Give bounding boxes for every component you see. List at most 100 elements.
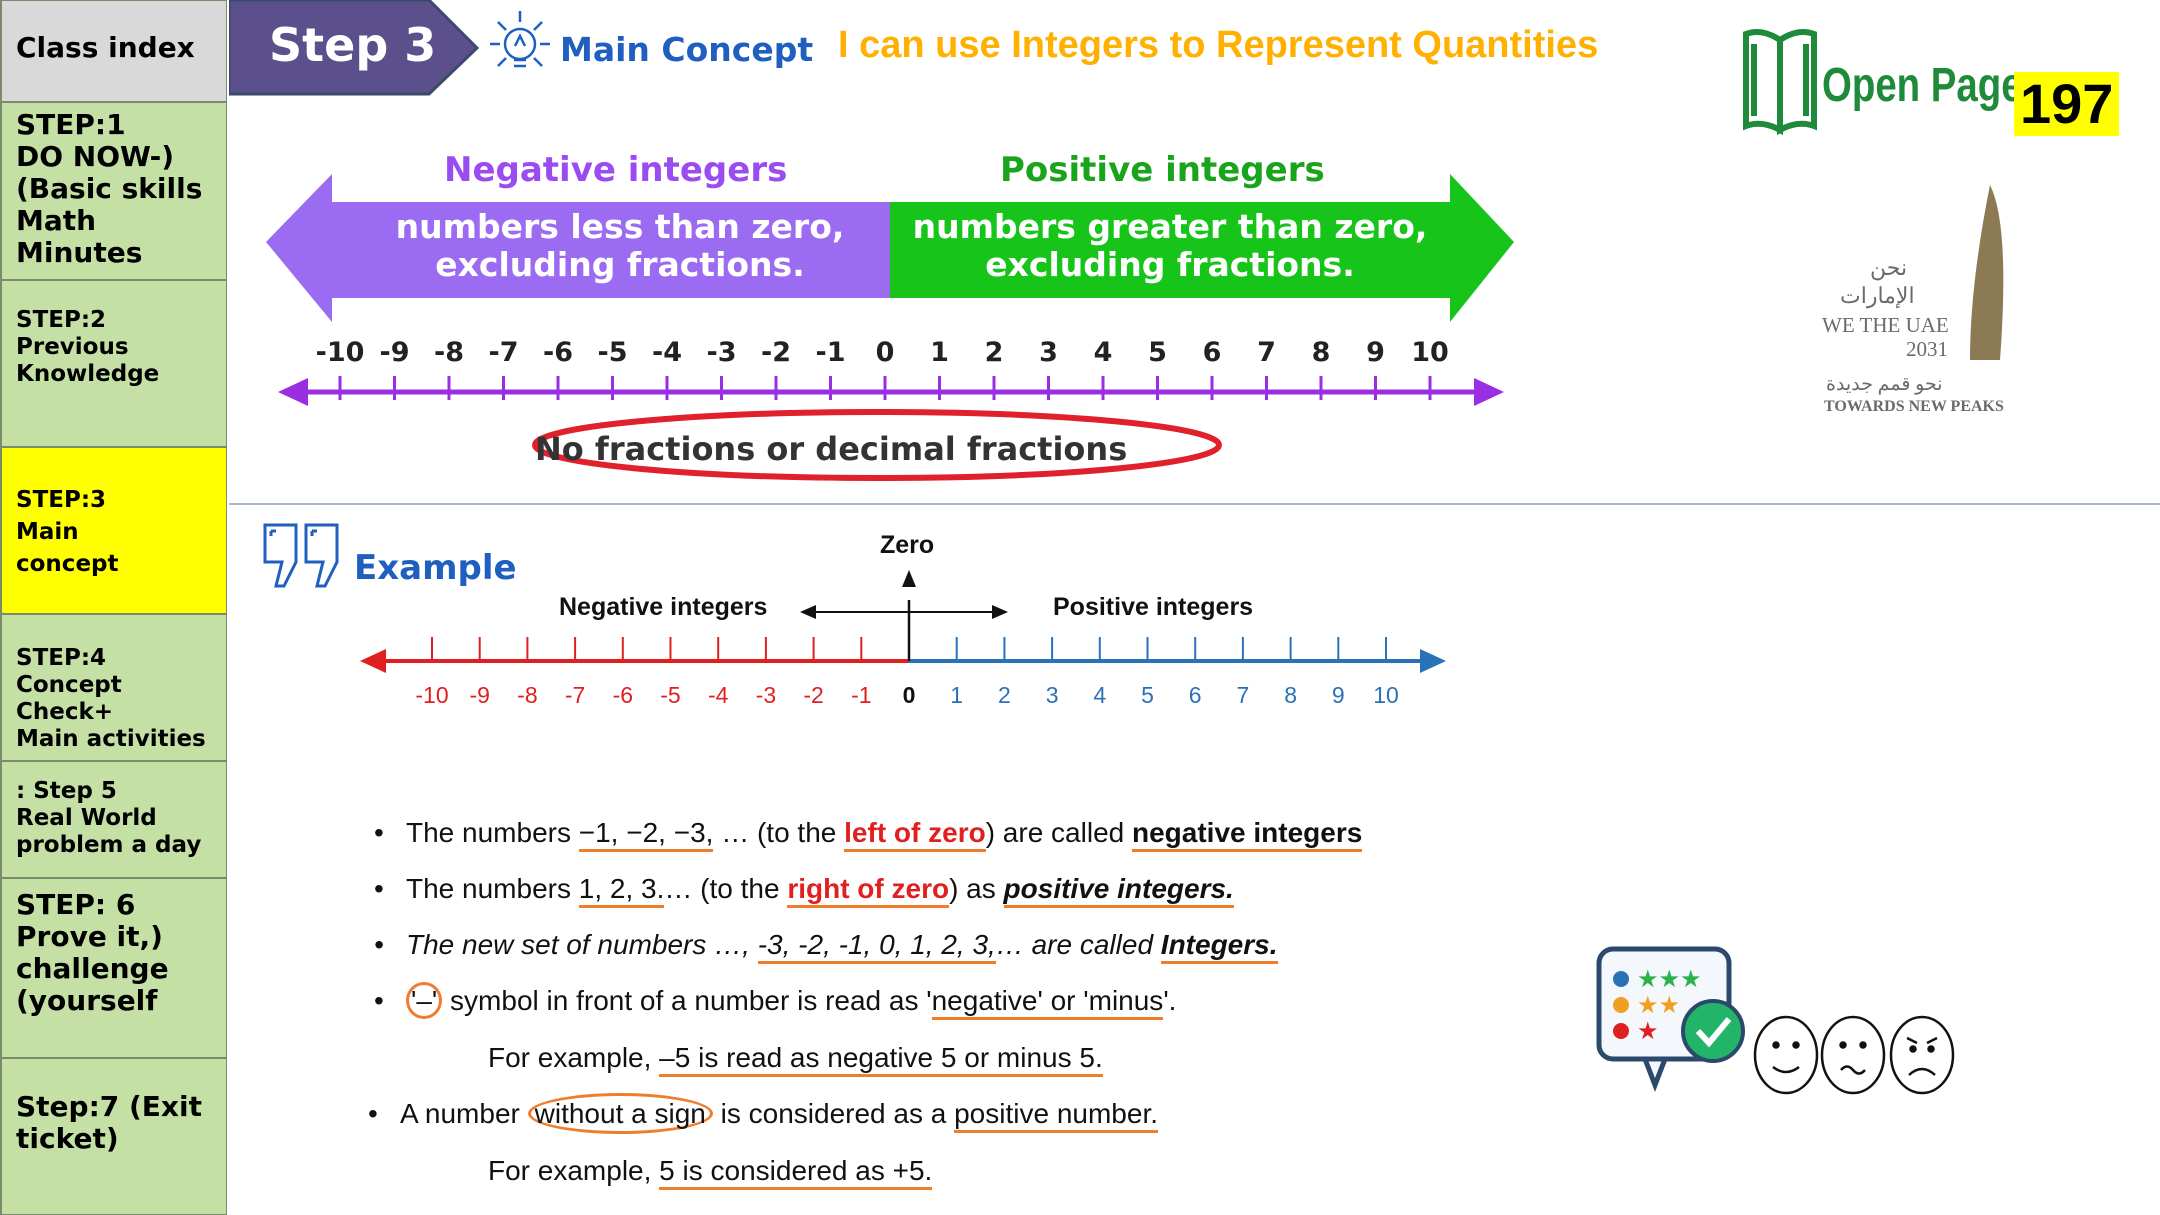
sidebar-item-step5[interactable]: : Step 5 Real World problem a day <box>0 761 227 878</box>
zero-label: Zero <box>880 531 935 559</box>
open-page-label: Open Page <box>1822 59 2023 112</box>
sidebar-item-step4[interactable]: STEP:4 Concept Check+ Main activities <box>0 614 227 761</box>
b3-text1: The new set of numbers …, <box>406 929 758 960</box>
class-index-header: Class index <box>0 0 227 102</box>
sidebar: Class index STEP:1 DO NOW-) (Basic skill… <box>0 0 229 1215</box>
sidebar-item-label: Step:7 (Exit ticket) <box>16 1090 202 1155</box>
tick-label: -9 <box>379 337 410 368</box>
negative-integers-description: numbers less than zero, excluding fracti… <box>395 207 845 284</box>
uae-arabic-line5: نحو قمم جديدة <box>1826 374 1943 395</box>
tick-label: 5 <box>1148 337 1167 368</box>
example-tick-label: -9 <box>469 682 490 708</box>
bullet-dot: • <box>374 817 384 848</box>
example-negative-label: Negative integers <box>559 593 768 621</box>
b4-sub-example: –5 is read as negative 5 or minus 5. <box>659 1042 1103 1077</box>
positive-integers-title: Positive integers <box>1000 150 1325 190</box>
uae-arabic-line2: الإمارات <box>1840 283 1915 308</box>
tick-label: -8 <box>434 337 464 368</box>
b2-text1: The numbers <box>406 873 579 904</box>
class-index-label: Class index <box>16 31 195 64</box>
quote-marks-graphic <box>263 523 339 588</box>
tick-label: 10 <box>1411 337 1449 368</box>
example-tick-label: -1 <box>851 682 872 708</box>
sidebar-item-label: : Step 5 Real World problem a day <box>16 778 202 858</box>
tick-label: -5 <box>597 337 628 368</box>
sidebar-item-step6[interactable]: STEP: 6 Prove it,) challenge (yourself <box>0 878 227 1058</box>
bullet-dot: • <box>374 929 384 960</box>
tick-label: -7 <box>488 337 519 368</box>
rating-feedback-icon: ★★★ ★★ ★ <box>1596 946 1955 1095</box>
sidebar-item-step3[interactable]: STEP:3 Main concept <box>0 447 227 614</box>
example-label: Example <box>354 548 517 588</box>
b2-term: positive integers. <box>1003 873 1234 908</box>
example-tick-label: -10 <box>415 682 449 708</box>
main-concept-label: Main Concept <box>560 30 814 69</box>
example-number-line-graphic <box>360 570 1446 673</box>
example-number-line: Zero Negative integers Positive integers… <box>360 525 1460 725</box>
section-divider <box>229 503 2160 505</box>
example-tick-label: 8 <box>1284 682 1297 708</box>
tick-label: 1 <box>930 337 949 368</box>
positive-integers-description: numbers greater than zero, excluding fra… <box>912 207 1428 284</box>
svg-text:★: ★ <box>1637 1017 1659 1045</box>
integers-number-line-figure: Negative integers Positive integers numb… <box>260 140 1540 500</box>
example-tick-label: -2 <box>803 682 824 708</box>
example-tick-label: -6 <box>612 682 634 708</box>
b5-sub-example: 5 is considered as +5. <box>659 1155 933 1190</box>
sidebar-item-step7[interactable]: Step:7 (Exit ticket) <box>0 1058 227 1215</box>
b3-term: Integers. <box>1160 929 1278 964</box>
uae-arabic-line1: نحن <box>1870 255 1908 280</box>
tick-label: 6 <box>1202 337 1222 368</box>
b4-text1: symbol in front of a number is read as ' <box>442 985 932 1016</box>
open-page-number: 197 <box>2014 72 2120 136</box>
sidebar-item-label: STEP:1 DO NOW-) (Basic skills Math Minut… <box>16 108 203 269</box>
tick-label: 9 <box>1366 337 1385 368</box>
tick-label: 0 <box>875 337 895 368</box>
bullet-dot: • <box>374 873 384 904</box>
open-page-badge: Open Page 197 <box>1740 18 2120 138</box>
example-tick-label: 4 <box>1093 682 1107 708</box>
sidebar-item-label: STEP:2 Previous Knowledge <box>16 307 160 387</box>
tick-label: 8 <box>1311 337 1331 368</box>
lightbulb-icon <box>490 11 550 68</box>
example-positive-label: Positive integers <box>1053 593 1254 621</box>
no-fractions-note: No fractions or decimal fractions <box>535 430 1128 468</box>
sidebar-item-label: STEP:3 Main concept <box>16 487 119 577</box>
b3-text2: … are called <box>995 929 1161 960</box>
b1-term: negative integers <box>1132 817 1363 852</box>
example-tick-label: 2 <box>997 682 1011 708</box>
example-tick-label: -4 <box>707 682 729 708</box>
b5-text2: is considered as a <box>712 1098 955 1129</box>
tick-label: -6 <box>543 337 573 368</box>
bullet-dot: • <box>368 1098 378 1129</box>
example-tick-label: -3 <box>755 682 777 708</box>
tick-label: -10 <box>315 337 365 368</box>
no-sign-example-line: For example, 5 is considered as +5. <box>488 1155 933 1190</box>
b5-positive-number: positive number. <box>954 1098 1158 1133</box>
open-book-icon <box>1743 29 1817 136</box>
minus-example-line: For example, –5 is read as negative 5 or… <box>488 1042 1103 1077</box>
tick-label: -3 <box>706 337 737 368</box>
b5-text1: A number <box>400 1098 528 1129</box>
example-tick-label: 0 <box>902 682 916 708</box>
example-tick-label: 7 <box>1236 682 1250 708</box>
uae-line4: 2031 <box>1906 337 1948 361</box>
sidebar-item-step2[interactable]: STEP:2 Previous Knowledge <box>0 280 227 447</box>
b1-left-of-zero: left of zero <box>844 817 986 852</box>
bullet-dot: • <box>374 985 384 1016</box>
b2-right-of-zero: right of zero <box>787 873 950 908</box>
uae-line3: WE THE UAE <box>1822 313 1949 337</box>
sidebar-item-step1[interactable]: STEP:1 DO NOW-) (Basic skills Math Minut… <box>0 102 227 280</box>
b3-numbers: -3, -2, -1, 0, 1, 2, 3, <box>757 929 996 964</box>
tick-label: 3 <box>1039 337 1058 368</box>
we-the-uae-logo: نحن الإمارات WE THE UAE 2031 نحو قمم جدي… <box>1800 185 2040 425</box>
b2-text3: ) as <box>949 873 1004 904</box>
b2-numbers: 1, 2, 3. <box>578 873 665 908</box>
b1-text3: ) are called <box>985 817 1132 848</box>
sidebar-item-label: STEP: 6 Prove it,) challenge (yourself <box>16 888 169 1017</box>
example-tick-label: -7 <box>564 682 586 708</box>
negative-integers-title: Negative integers <box>444 150 788 190</box>
svg-text:★★★: ★★★ <box>1637 965 1702 993</box>
example-tick-label: 3 <box>1045 682 1059 708</box>
step-tab-shape <box>229 0 479 96</box>
